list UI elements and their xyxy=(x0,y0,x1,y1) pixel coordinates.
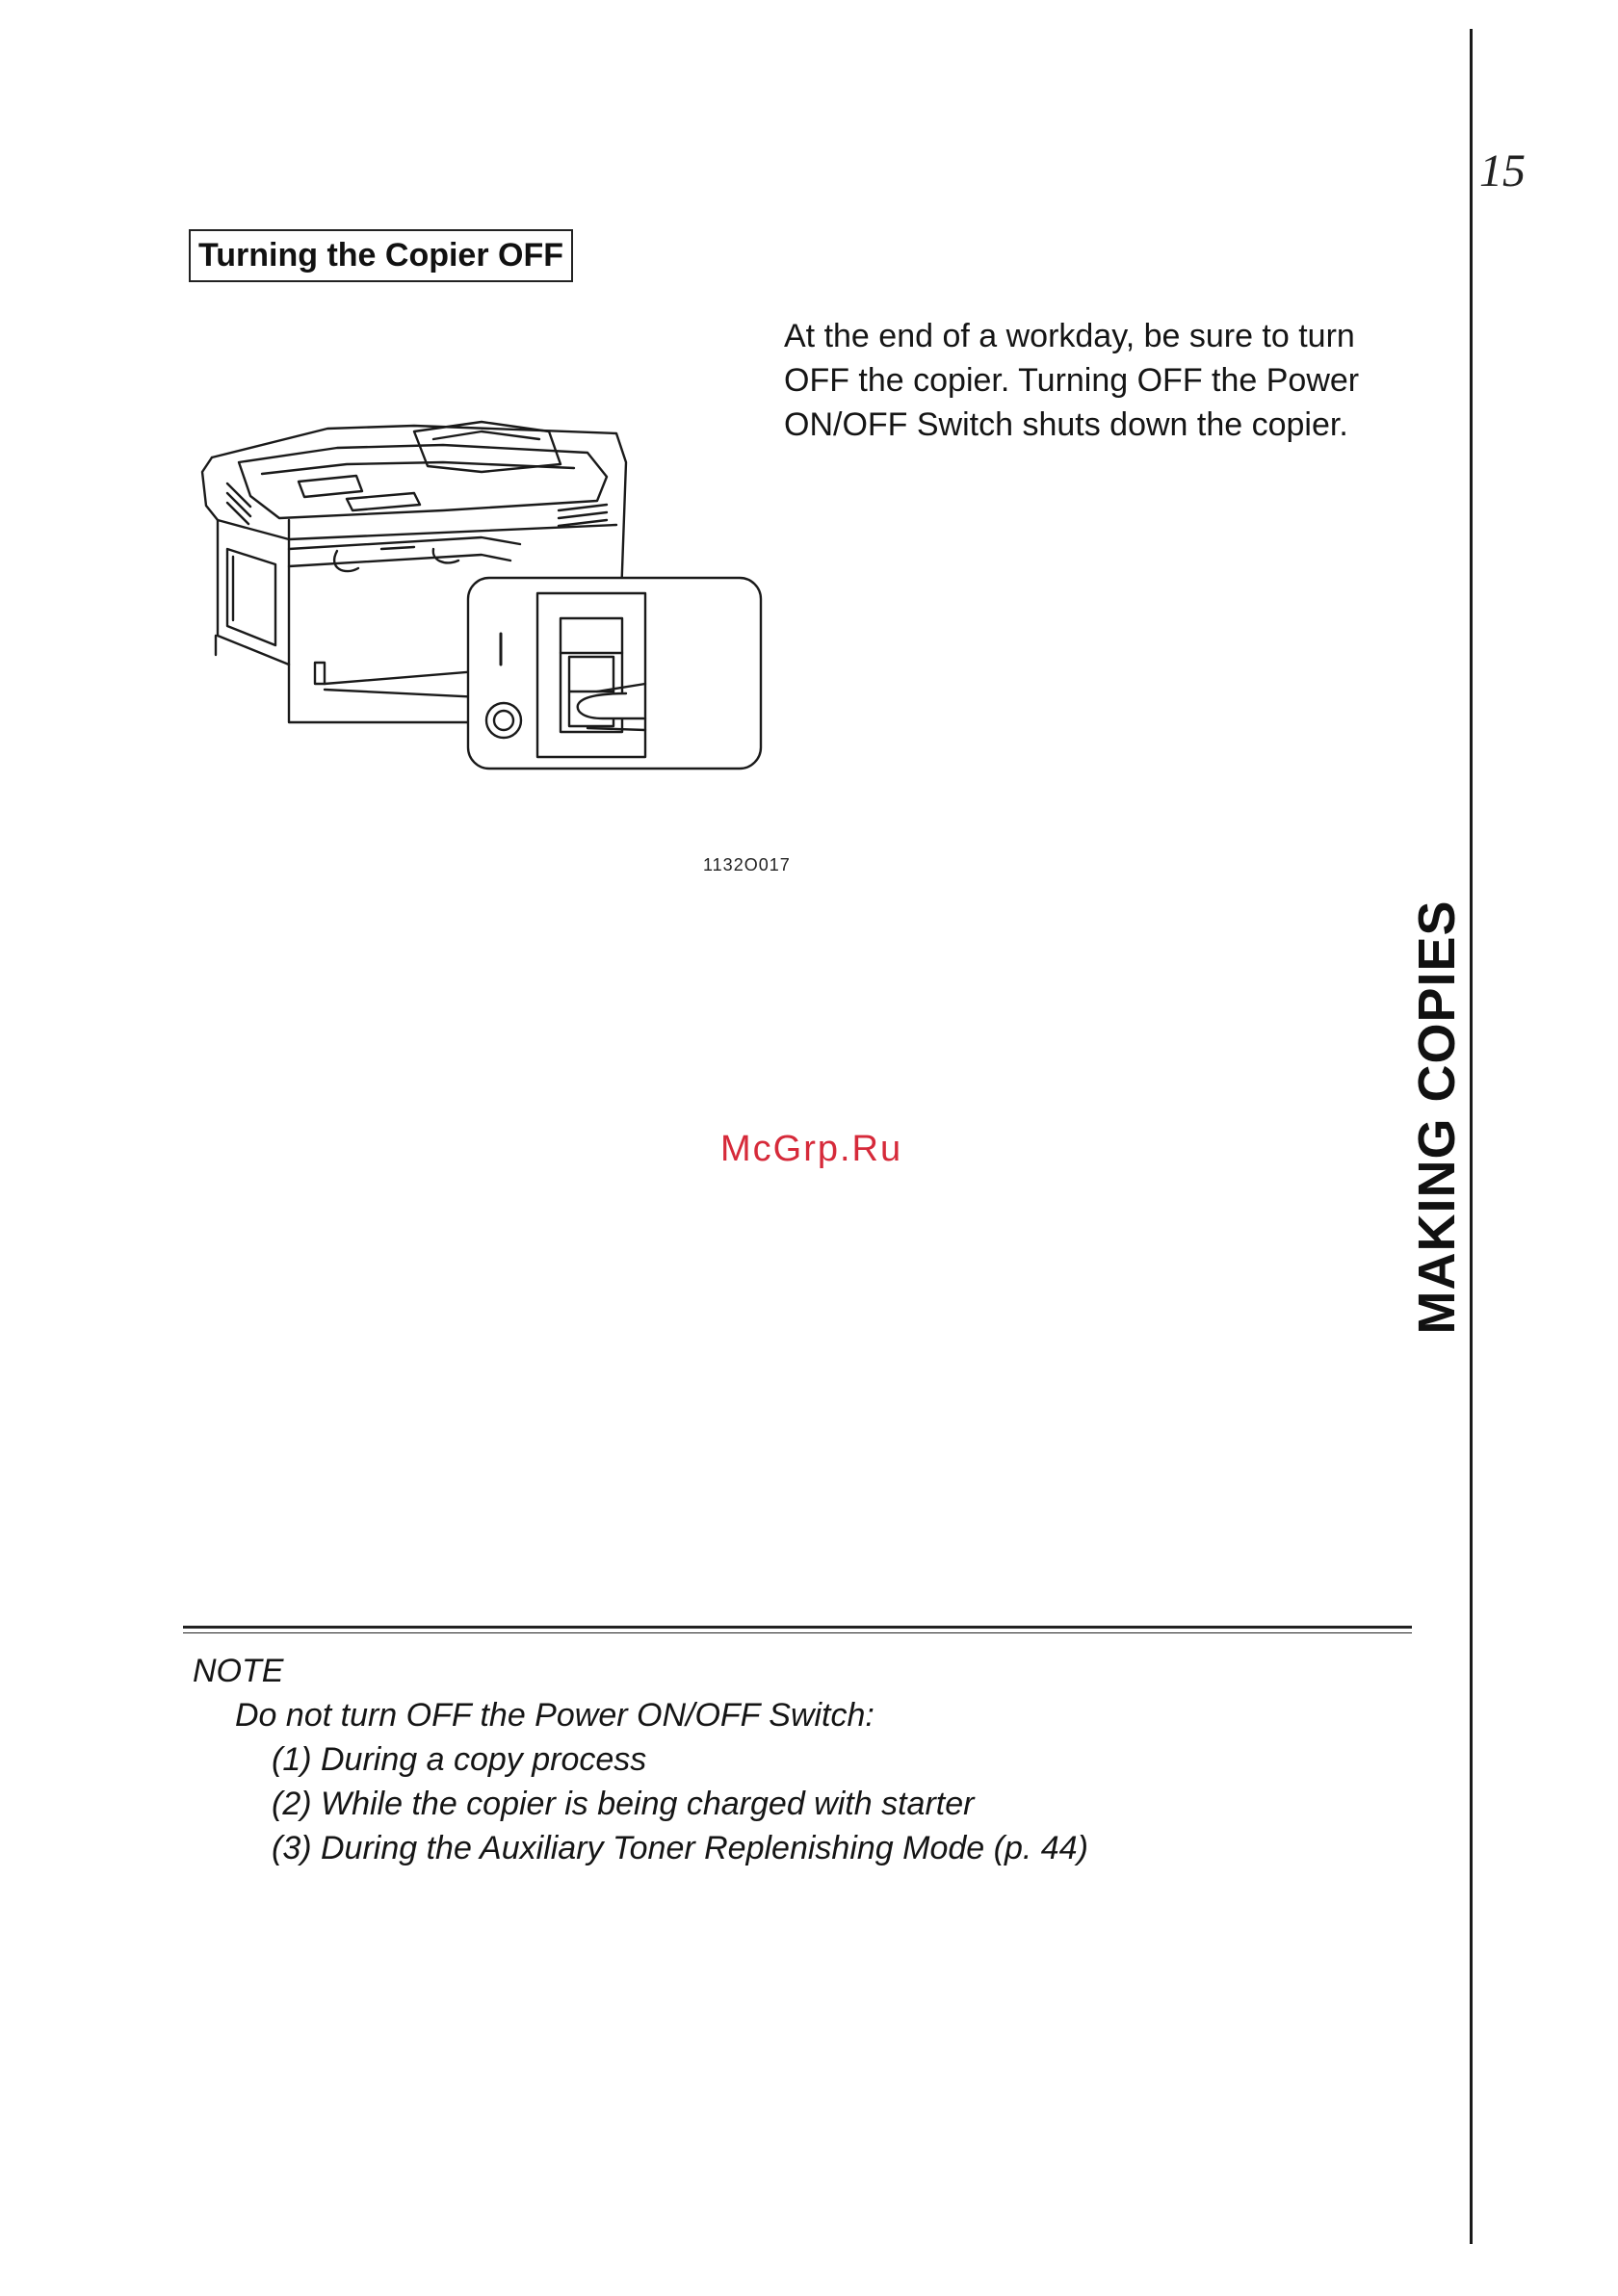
note-list: (1) During a copy process (2) While the … xyxy=(193,1737,1088,1870)
note-divider-thick xyxy=(183,1626,1412,1629)
copier-power-switch-illustration xyxy=(200,420,763,770)
note-title: NOTE xyxy=(193,1653,284,1689)
note-divider-thin xyxy=(183,1632,1412,1633)
right-margin-rule xyxy=(1470,29,1473,2244)
page-number: 15 xyxy=(1479,145,1526,196)
note-list-item: (3) During the Auxiliary Toner Replenish… xyxy=(272,1830,1088,1866)
section-heading: Turning the Copier OFF xyxy=(189,229,573,282)
note-list-item: (2) While the copier is being charged wi… xyxy=(272,1786,975,1822)
watermark: McGrp.Ru xyxy=(720,1129,903,1169)
body-paragraph: At the end of a workday, be sure to turn… xyxy=(784,318,1360,443)
power-switch-inset xyxy=(466,576,763,770)
note-list-item: (1) During a copy process xyxy=(272,1741,647,1778)
note-intro: Do not turn OFF the Power ON/OFF Switch: xyxy=(235,1697,874,1734)
figure-code: 1132O017 xyxy=(703,855,791,874)
section-side-tab-label: MAKING COPIES xyxy=(1408,900,1466,1335)
note-block: NOTE Do not turn OFF the Power ON/OFF Sw… xyxy=(193,1649,1088,1870)
copier-body xyxy=(200,420,628,724)
